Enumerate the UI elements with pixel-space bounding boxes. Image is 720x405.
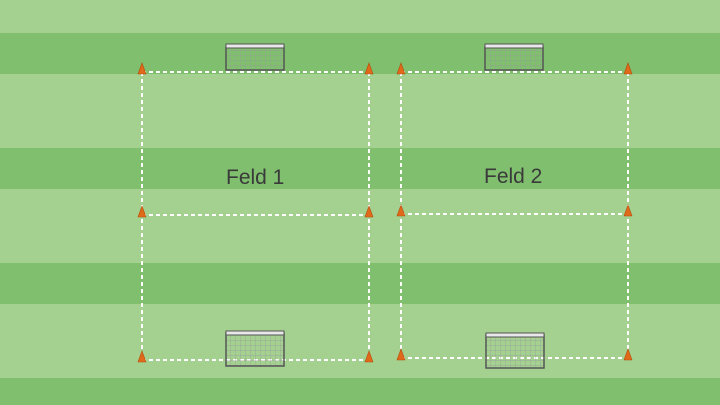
traffic-cone-icon [396, 62, 406, 75]
traffic-cone-icon [396, 348, 406, 361]
traffic-cone-icon [623, 204, 633, 217]
field-1-lines [141, 71, 370, 361]
traffic-cone-icon [623, 348, 633, 361]
field-2-label: Feld 2 [484, 165, 543, 188]
field-2-lines [400, 71, 629, 359]
traffic-cone-icon [137, 205, 147, 218]
traffic-cone-icon [396, 204, 406, 217]
soccer-goal-icon [485, 332, 545, 369]
field-1-label: Feld 1 [226, 166, 285, 189]
cones [137, 62, 633, 363]
traffic-cone-icon [137, 350, 147, 363]
soccer-goal-icon [225, 43, 285, 71]
soccer-goal-icon [484, 43, 544, 71]
traffic-cone-icon [364, 205, 374, 218]
traffic-cone-icon [364, 350, 374, 363]
traffic-cone-icon [137, 62, 147, 75]
soccer-goal-icon [225, 330, 285, 367]
traffic-cone-icon [364, 62, 374, 75]
traffic-cone-icon [623, 62, 633, 75]
